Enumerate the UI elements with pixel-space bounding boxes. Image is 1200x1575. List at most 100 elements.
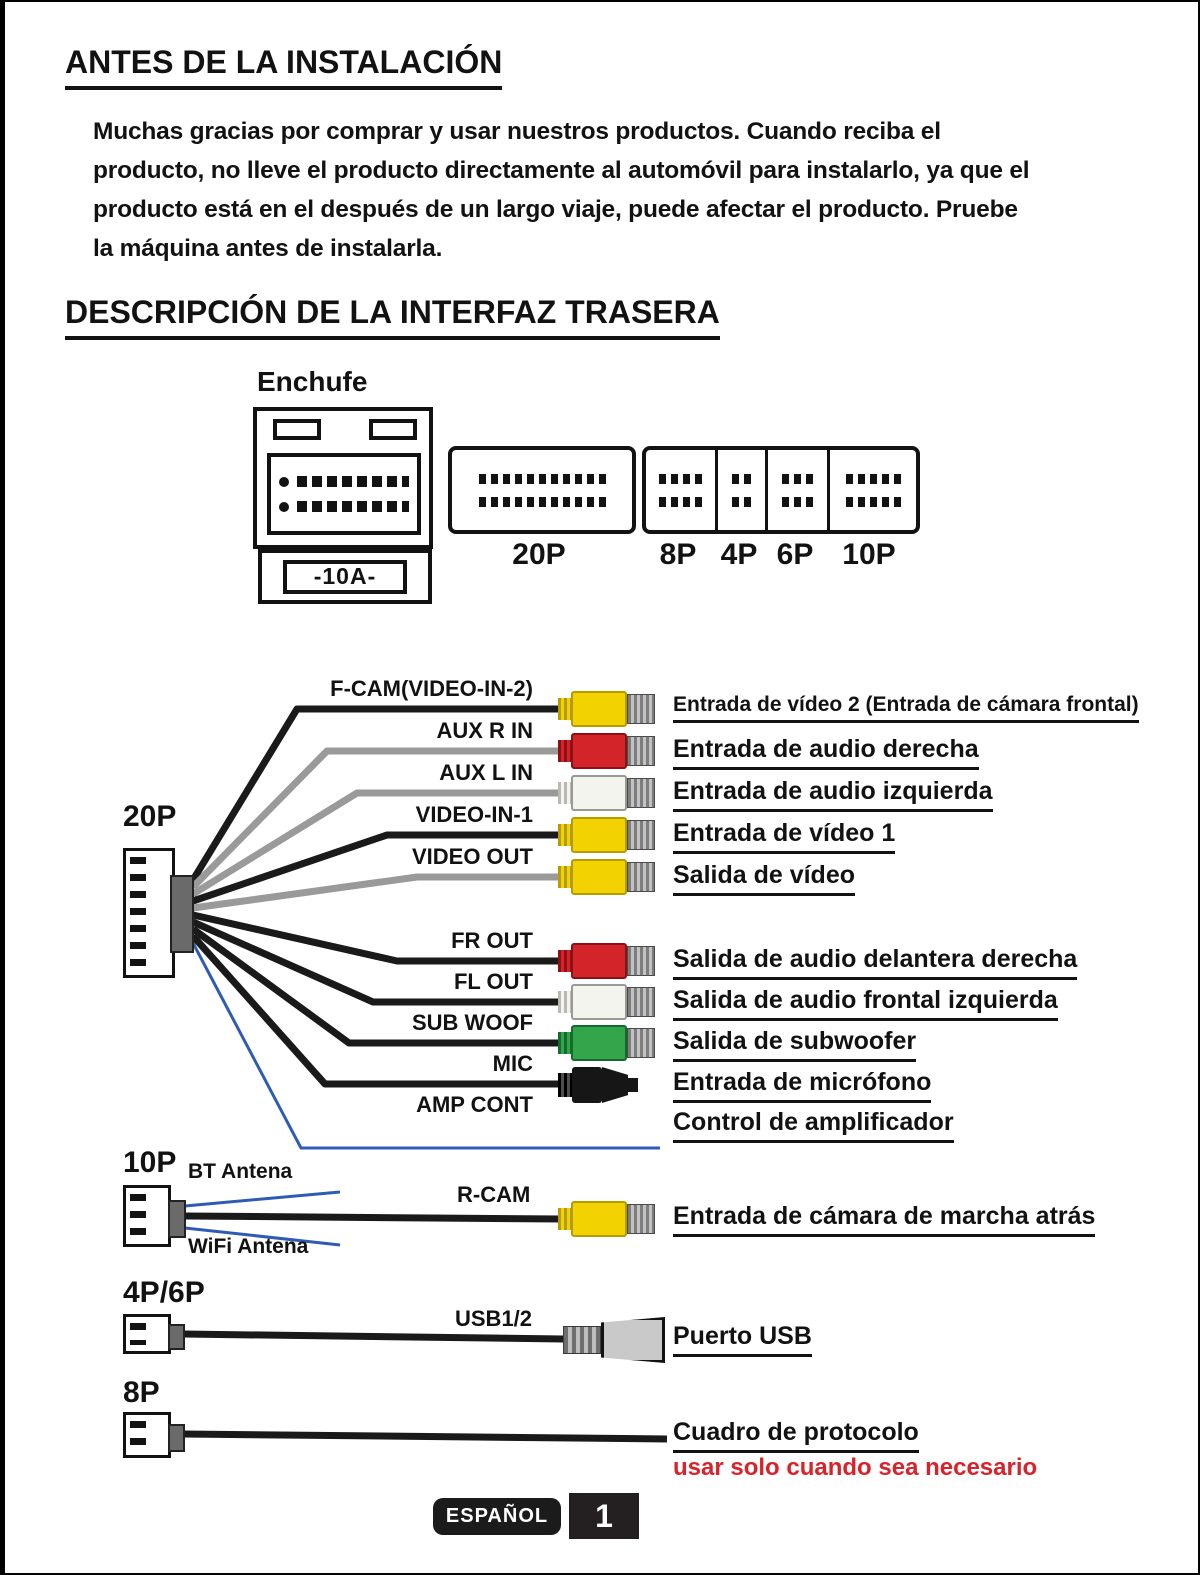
rca-body bbox=[571, 859, 627, 895]
wire-r-cam bbox=[184, 1212, 562, 1223]
connector-plug-block bbox=[168, 1200, 186, 1238]
connector-6p-cell bbox=[768, 450, 830, 530]
power-plug-tab bbox=[369, 419, 417, 440]
connector-4p-cell bbox=[718, 450, 768, 530]
rca-back bbox=[558, 950, 571, 972]
rca-back bbox=[558, 740, 571, 762]
description-subwoofer-out: Salida de subwoofer bbox=[673, 1027, 917, 1062]
power-pin-row bbox=[271, 476, 417, 487]
rca-back bbox=[558, 991, 571, 1013]
rca-tip bbox=[627, 820, 655, 850]
wire-label-f-cam: F-CAM(VIDEO-IN-2) bbox=[330, 676, 533, 701]
rca-back bbox=[558, 1032, 571, 1054]
description-amp-control: Control de amplificador bbox=[673, 1108, 954, 1143]
rca-connector-white bbox=[558, 775, 655, 811]
wire-label-video-in-1: VIDEO-IN-1 bbox=[415, 802, 533, 827]
wire-label-r-cam: R-CAM bbox=[457, 1182, 531, 1207]
pin-squares bbox=[297, 476, 409, 487]
harness-8p-label: 8P bbox=[123, 1376, 160, 1409]
pin-squares bbox=[297, 501, 409, 512]
plug-label-10p: 10P bbox=[842, 538, 896, 571]
connector-pins bbox=[130, 1194, 146, 1238]
usb-body bbox=[601, 1317, 665, 1363]
rca-tip bbox=[627, 736, 655, 766]
rca-connector-white bbox=[558, 984, 655, 1020]
pin-dot bbox=[279, 476, 289, 487]
description-mic-in: Entrada de micrófono bbox=[673, 1068, 932, 1103]
connector-plug-block bbox=[168, 1424, 185, 1452]
description-protocol-box: Cuadro de protocolo bbox=[673, 1418, 919, 1453]
pin-squares bbox=[845, 496, 901, 507]
rca-body bbox=[571, 943, 627, 979]
connector-10p-cell bbox=[830, 450, 916, 530]
bt-antenna-label: BT Antena bbox=[188, 1160, 293, 1183]
wire-label-fr-out: FR OUT bbox=[451, 928, 533, 953]
connector-8p-cell bbox=[646, 450, 718, 530]
protocol-box-note: usar solo cuando sea necesario bbox=[673, 1454, 1038, 1481]
rca-tip bbox=[627, 694, 655, 724]
rca-connector-red bbox=[558, 943, 655, 979]
connector-group-drawing bbox=[642, 446, 920, 534]
rca-connector-yellow bbox=[558, 691, 655, 727]
plug-label-4p: 4P bbox=[720, 538, 758, 571]
rca-body bbox=[571, 1025, 627, 1061]
rca-body bbox=[571, 733, 627, 769]
wire-label-fl-out: FL OUT bbox=[453, 969, 533, 994]
rca-tip bbox=[627, 987, 655, 1017]
rca-back bbox=[558, 698, 571, 720]
description-audio-right-in: Entrada de audio derecha bbox=[673, 735, 979, 770]
rca-back bbox=[558, 1208, 571, 1230]
power-plug-drawing bbox=[253, 407, 433, 549]
power-plug-tab bbox=[273, 419, 321, 440]
pin-squares bbox=[782, 496, 813, 507]
rca-back bbox=[558, 866, 571, 888]
power-pin-row bbox=[271, 501, 417, 512]
jack-nub bbox=[628, 1078, 638, 1092]
jack-taper bbox=[602, 1067, 628, 1103]
wire-label-usb: USB1/2 bbox=[455, 1306, 533, 1331]
wire-label-sub-woof: SUB WOOF bbox=[412, 1010, 533, 1035]
wire-label-mic: MIC bbox=[492, 1051, 533, 1076]
plug-label-8p: 8P bbox=[659, 538, 697, 571]
microphone-jack-connector bbox=[558, 1067, 638, 1103]
rca-connector-yellow bbox=[558, 859, 655, 895]
pin-squares bbox=[478, 496, 606, 507]
wire-usb bbox=[182, 1330, 564, 1343]
rca-tip bbox=[627, 946, 655, 976]
rca-back bbox=[558, 824, 571, 846]
page-number: 1 bbox=[569, 1493, 639, 1539]
jack-body bbox=[572, 1067, 602, 1103]
description-video-out: Salida de vídeo bbox=[673, 861, 856, 896]
connector-pins bbox=[130, 1421, 146, 1449]
plug-label-20p: 20P bbox=[512, 538, 566, 571]
harness-10p-label: 10P bbox=[123, 1146, 177, 1179]
harness-20p-label: 20P bbox=[123, 800, 177, 833]
wire-label-video-out: VIDEO OUT bbox=[411, 844, 533, 869]
intro-line: la máquina antes de instalarla. bbox=[93, 235, 443, 262]
rca-body bbox=[571, 1201, 627, 1237]
pin-squares bbox=[845, 473, 901, 484]
description-audio-front-right-out: Salida de audio delantera derecha bbox=[673, 945, 1078, 980]
harness-8p-connector bbox=[123, 1412, 185, 1458]
rca-body bbox=[571, 775, 627, 811]
pin-squares bbox=[732, 496, 751, 507]
wire-label-aux-r-in: AUX R IN bbox=[436, 718, 533, 743]
pin-squares bbox=[782, 473, 813, 484]
harness-4p6p-label: 4P/6P bbox=[123, 1276, 205, 1309]
rca-body bbox=[571, 691, 627, 727]
description-video-in-2: Entrada de vídeo 2 (Entrada de cámara fr… bbox=[673, 693, 1139, 723]
pin-squares bbox=[732, 473, 751, 484]
harness-4p6p-connector bbox=[123, 1314, 185, 1354]
pin-squares bbox=[659, 473, 702, 484]
rca-connector-green bbox=[558, 1025, 655, 1061]
description-usb-port: Puerto USB bbox=[673, 1322, 812, 1357]
connector-pins bbox=[130, 857, 146, 969]
rca-tip bbox=[627, 1204, 655, 1234]
fuse-holder-drawing: -10A- bbox=[258, 549, 432, 604]
plug-label-6p: 6P bbox=[776, 538, 814, 571]
power-plug-label: Enchufe bbox=[257, 366, 368, 397]
harness-20p-connector bbox=[123, 848, 194, 978]
wire-label-aux-l-in: AUX L IN bbox=[439, 760, 533, 785]
description-audio-front-left-out: Salida de audio frontal izquierda bbox=[673, 986, 1058, 1021]
